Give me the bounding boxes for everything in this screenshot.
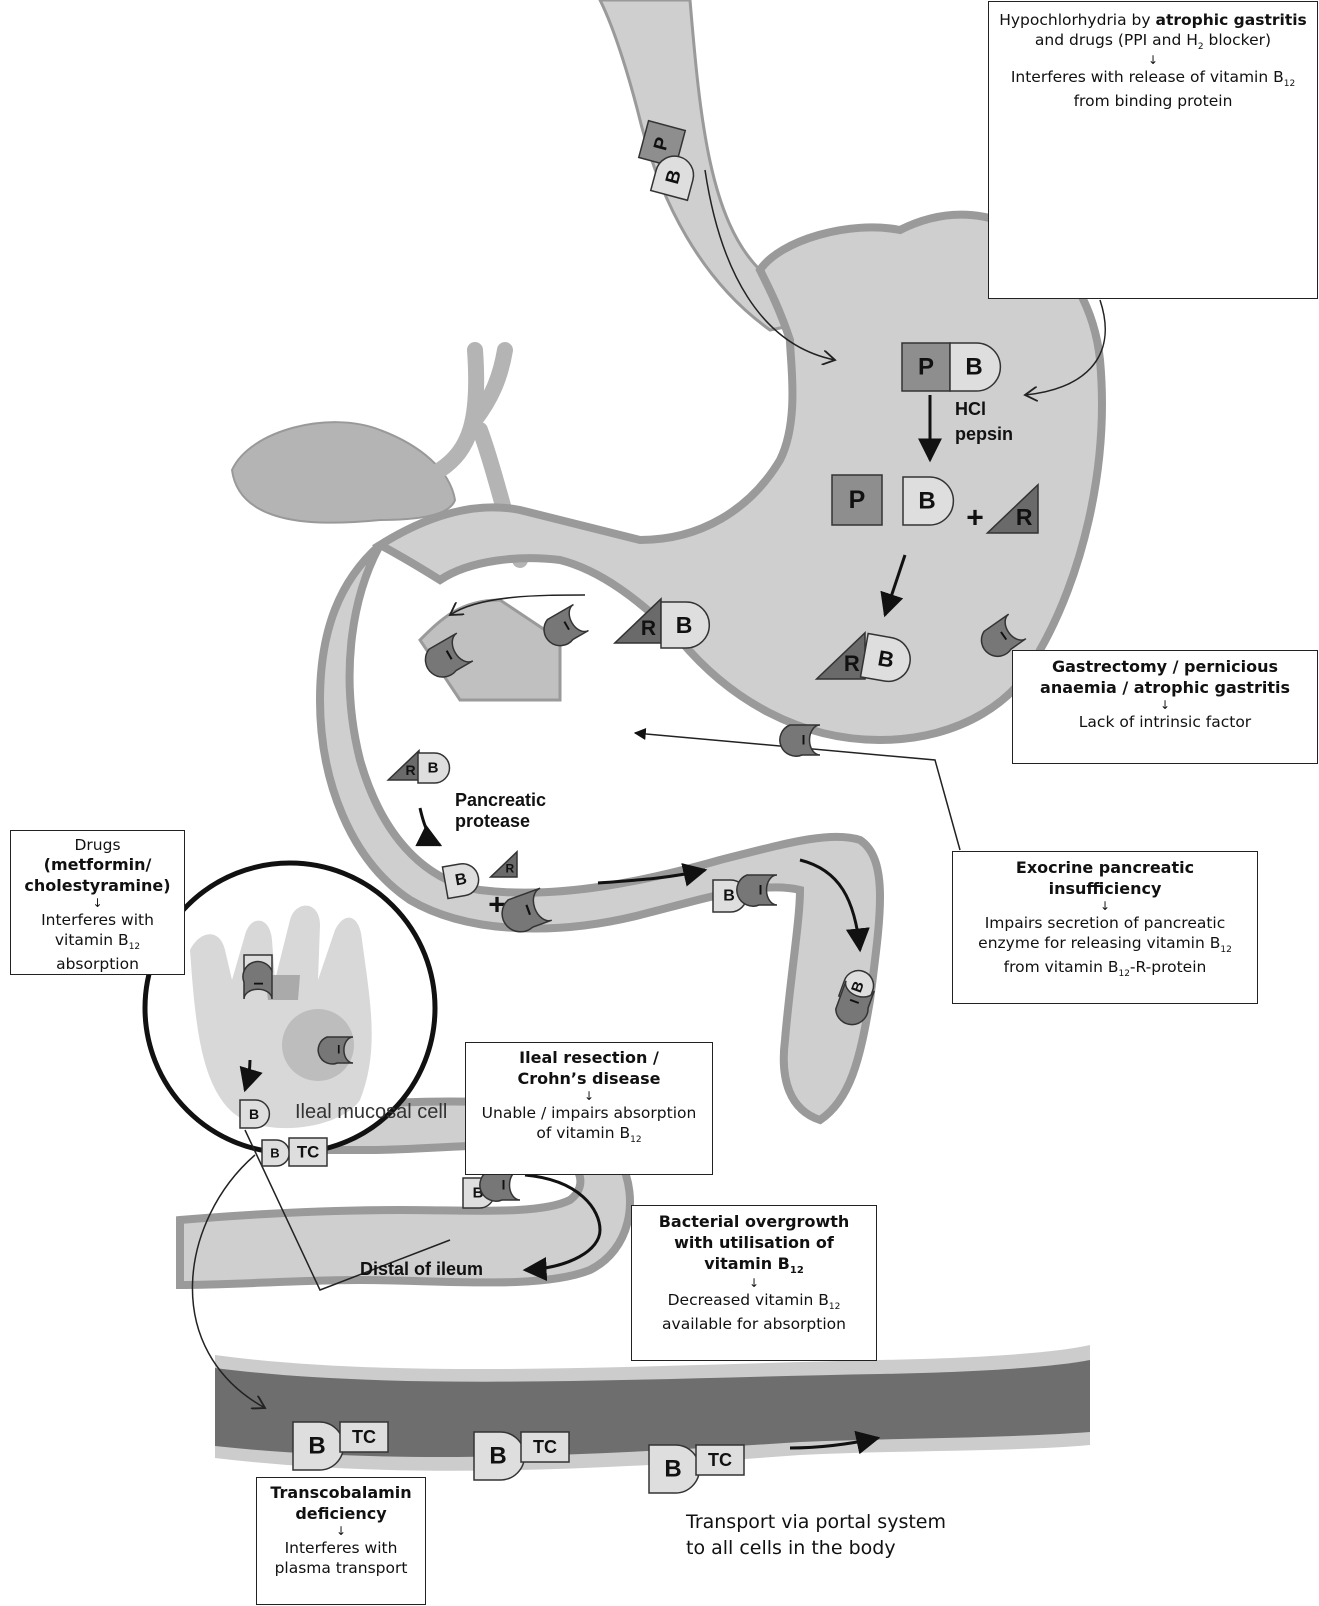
bacterial-text-1: Decreased vitamin B [668,1291,829,1309]
molecule-P: P [902,343,950,391]
molecule-B: B [262,1140,289,1166]
label-pancreatic-protease: Pancreatic protease [455,790,546,831]
down-arrow-icon: ↓ [640,1277,868,1290]
molecule-P-label: P [849,486,866,514]
down-arrow-icon: ↓ [263,1525,419,1538]
molecule-B-label: B [676,612,693,638]
molecule-I-label: I [759,883,763,898]
molecule-R: R [491,852,517,877]
exocrine-box: Exocrine pancreatic insufficiency ↓ Impa… [952,851,1258,1004]
bacterial-sub-2: 12 [829,1302,840,1312]
ileal-resection-box: Ileal resection / Crohn’s disease ↓ Unab… [465,1042,713,1175]
molecule-TC-label: TC [533,1437,557,1457]
molecule-B-label: B [270,1146,279,1161]
molecule-R-label: R [505,862,514,876]
molecule-TC: TC [289,1138,327,1166]
down-arrow-icon: ↓ [961,900,1249,913]
exocrine-text-3: -R-protein [1130,958,1206,976]
molecule-I-label: I [337,1044,340,1057]
molecule-B: B [903,477,953,525]
molecule-B-label: B [489,1443,506,1470]
drugs-title: Drugs [17,835,178,855]
label-pepsin: pepsin [955,424,1013,444]
hypo-sub-12: 12 [1284,79,1295,89]
hypo-bold: atrophic gastritis [1155,11,1306,29]
molecule-B-label: B [308,1433,325,1460]
molecule-P: P [832,475,882,525]
molecule-B-label: B [965,354,982,381]
label-hcl: HCl [955,399,986,419]
gastrectomy-text: Lack of intrinsic factor [1079,713,1251,731]
molecule-R-label: R [1016,504,1033,530]
molecule-R: R [388,751,419,780]
bacterial-title: Bacterial overgrowth with utilisation of… [659,1212,850,1273]
hypo-text-1: Hypochlorhydria by [999,11,1155,29]
hypo-text-3: blocker) [1204,31,1271,49]
transcobalamin-box: Transcobalamin deficiency ↓ Interferes w… [256,1477,426,1605]
exocrine-sub-2: 12 [1118,969,1129,979]
bacterial-text-2: available for absorption [640,1314,868,1334]
hypochlorhydria-box: Hypochlorhydria by atrophic gastritis an… [988,1,1318,299]
molecule-R-label: R [641,617,656,640]
ileal-sub-12: 12 [630,1135,641,1145]
molecule-I-label: I [502,1178,506,1193]
exocrine-text-1: Impairs secretion of pancreatic enzyme f… [978,914,1225,952]
exocrine-text-2: from vitamin B [1004,958,1119,976]
molecule-TC-label: TC [352,1427,376,1447]
molecule-B: B [418,753,450,783]
molecule-B-label: B [249,1106,259,1122]
drugs-text-2: absorption [17,954,178,974]
ileal-text: Unable / impairs absorption of vitamin B [482,1104,697,1142]
down-arrow-icon: ↓ [17,897,178,910]
label-ileal-mucosal-cell: Ileal mucosal cell [295,1101,447,1123]
molecule-B: B [661,602,709,648]
down-arrow-icon: ↓ [1021,699,1309,712]
exocrine-sub-1: 12 [1220,945,1231,955]
molecule-I-label: I [251,982,265,986]
bacterial-sub-1: 12 [790,1265,804,1276]
gastrectomy-title: Gastrectomy / pernicious anaemia / atrop… [1040,657,1290,697]
hypo-text-4: Interferes with release of vitamin B [1011,68,1284,86]
drugs-sub-12: 12 [129,942,140,952]
bacterial-overgrowth-box: Bacterial overgrowth with utilisation of… [631,1205,877,1361]
label-distal-ileum: Distal of ileum [360,1259,483,1279]
label-transport: Transport via portal system to all cells… [686,1510,946,1561]
molecule-B-label: B [723,888,735,905]
molecule-B: B [240,1100,269,1128]
molecule-P-label: P [918,354,934,381]
transcobalamin-text: Interferes with plasma transport [275,1539,408,1577]
hypo-text-2: and drugs (PPI and H [1035,31,1198,49]
molecule-TC: TC [340,1422,388,1452]
ileal-title: Ileal resection / Crohn’s disease [474,1048,704,1090]
molecule-TC-label: TC [708,1450,732,1470]
hypo-text-5: from binding protein [1074,92,1233,110]
drugs-box: Drugs (metformin/ cholestyramine) ↓ Inte… [10,830,185,975]
molecule-TC: TC [696,1445,744,1475]
molecule-B-label: B [428,760,439,777]
drugs-bold: (metformin/ cholestyramine) [17,855,178,897]
transcobalamin-title: Transcobalamin deficiency [263,1483,419,1525]
molecule-TC-label: TC [297,1143,319,1162]
molecule-B: B [649,1445,699,1493]
molecule-B: B [950,343,1000,391]
molecule-I-label: I [802,733,806,748]
molecule-B: B [474,1432,524,1480]
molecule-B-label: B [664,1456,681,1483]
down-arrow-icon: ↓ [999,54,1307,67]
down-arrow-icon: ↓ [474,1090,704,1103]
molecule-R-label: R [406,762,416,778]
plus-sign: + [966,502,984,535]
molecule-R-label: R [844,651,860,676]
exocrine-title: Exocrine pancreatic insufficiency [961,858,1249,900]
molecule-B: B [293,1422,343,1470]
molecule-TC: TC [521,1432,569,1462]
gastrectomy-box: Gastrectomy / pernicious anaemia / atrop… [1012,650,1318,764]
molecule-B-label: B [918,488,935,515]
